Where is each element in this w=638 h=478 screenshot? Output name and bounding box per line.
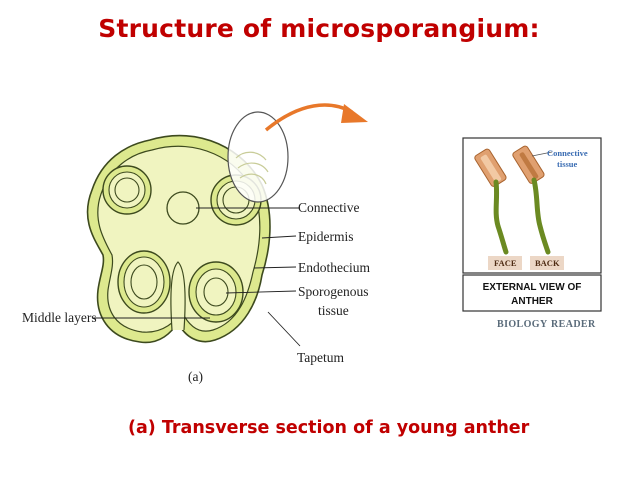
inset-caption-box: [462, 274, 602, 312]
filament-back: [531, 177, 551, 255]
brand-biology: BIOLOGY: [497, 319, 548, 330]
back-tag: [530, 256, 564, 270]
label-tapetum: Tapetum: [297, 350, 345, 365]
inset-caption-line1: EXTERNAL VIEW OF: [483, 282, 582, 293]
face-tag: [488, 256, 522, 270]
label-epidermis: Epidermis: [298, 229, 354, 244]
filament-face: [493, 179, 509, 255]
magnify-circle: [227, 111, 289, 203]
slide-title: Structure of microsporangium:: [98, 14, 540, 43]
inset-caption-line2: ANTHER: [511, 296, 553, 307]
label-middle-layers: Middle layers: [22, 310, 97, 325]
orange-arrowhead: [341, 104, 368, 123]
back-label: BACK: [535, 258, 560, 268]
slide-caption: (a) Transverse section of a young anther: [128, 418, 530, 438]
label-sporogenous: Sporogenous: [298, 284, 369, 299]
inset-tissue-label: tissue: [557, 159, 578, 169]
label-endothecium: Endothecium: [298, 260, 370, 275]
brand-reader: READER: [551, 319, 596, 330]
face-label: FACE: [494, 258, 517, 268]
connective-tissue: [166, 191, 200, 225]
label-connective: Connective: [298, 200, 359, 215]
inset-connective-label: Connective: [547, 148, 588, 158]
label-tissue: tissue: [318, 303, 349, 318]
anther-groove: [170, 261, 186, 331]
panel-letter: (a): [188, 369, 203, 384]
